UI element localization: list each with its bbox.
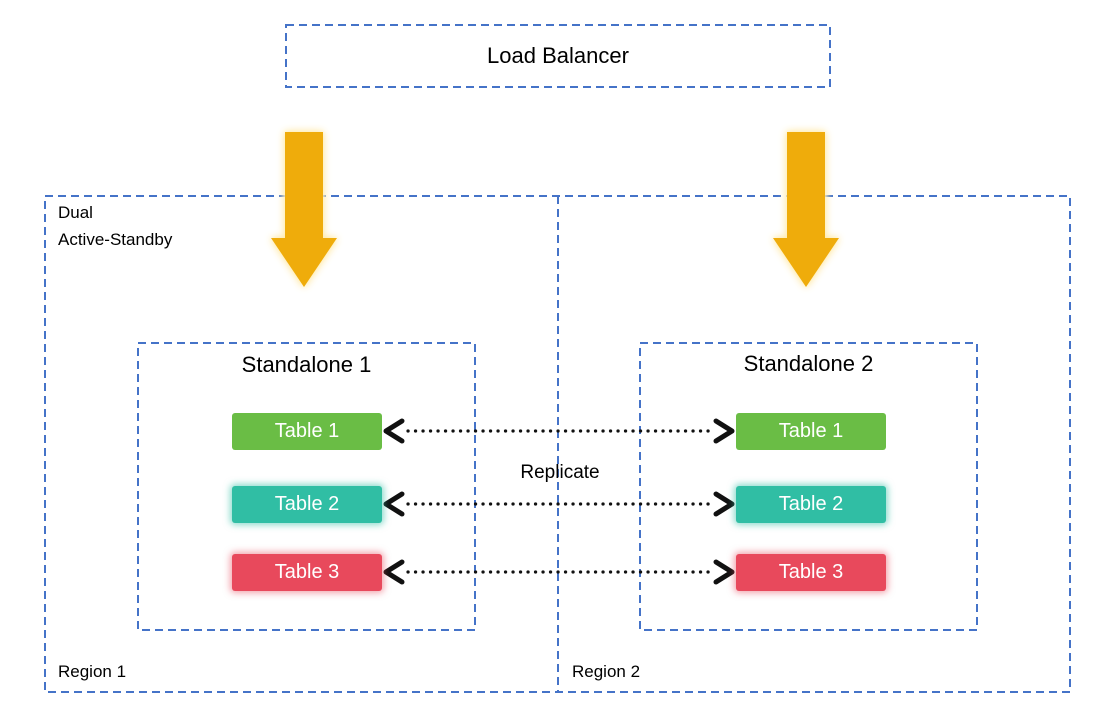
table-chip: Table 3 — [232, 554, 382, 591]
table-chip-label: Table 1 — [274, 420, 340, 442]
replicate-label: Replicate — [520, 462, 600, 483]
table-chip-label: Table 1 — [778, 420, 844, 442]
replication-arrow-icon — [383, 491, 735, 517]
table-chip-label: Table 3 — [274, 561, 340, 583]
load-balancer-label: Load Balancer — [487, 43, 629, 68]
group-label-line-1: Dual — [58, 203, 93, 222]
replication-arrow-icon — [383, 559, 735, 585]
replication-arrow-icon — [383, 418, 735, 444]
table-chip-label: Table 2 — [274, 493, 340, 515]
table-chip: Table 3 — [736, 554, 886, 591]
down-arrow-icon — [271, 132, 337, 287]
table-chip: Table 1 — [736, 413, 886, 450]
region-2-label: Region 2 — [572, 662, 641, 681]
table-chip: Table 2 — [232, 486, 382, 523]
down-arrow-icon — [773, 132, 839, 287]
standalone-2-title: Standalone 2 — [743, 351, 874, 376]
table-chip: Table 2 — [736, 486, 886, 523]
group-label-line-2: Active-Standby — [58, 230, 173, 249]
standalone-1-title: Standalone 1 — [241, 352, 372, 377]
table-chip: Table 1 — [232, 413, 382, 450]
dual-active-standby-label: Dual Active-Standby — [58, 199, 172, 253]
region-1-label: Region 1 — [58, 662, 127, 681]
dual-active-standby-group-box — [44, 195, 1071, 693]
table-chip-label: Table 3 — [778, 561, 844, 583]
table-chip-label: Table 2 — [778, 493, 844, 515]
